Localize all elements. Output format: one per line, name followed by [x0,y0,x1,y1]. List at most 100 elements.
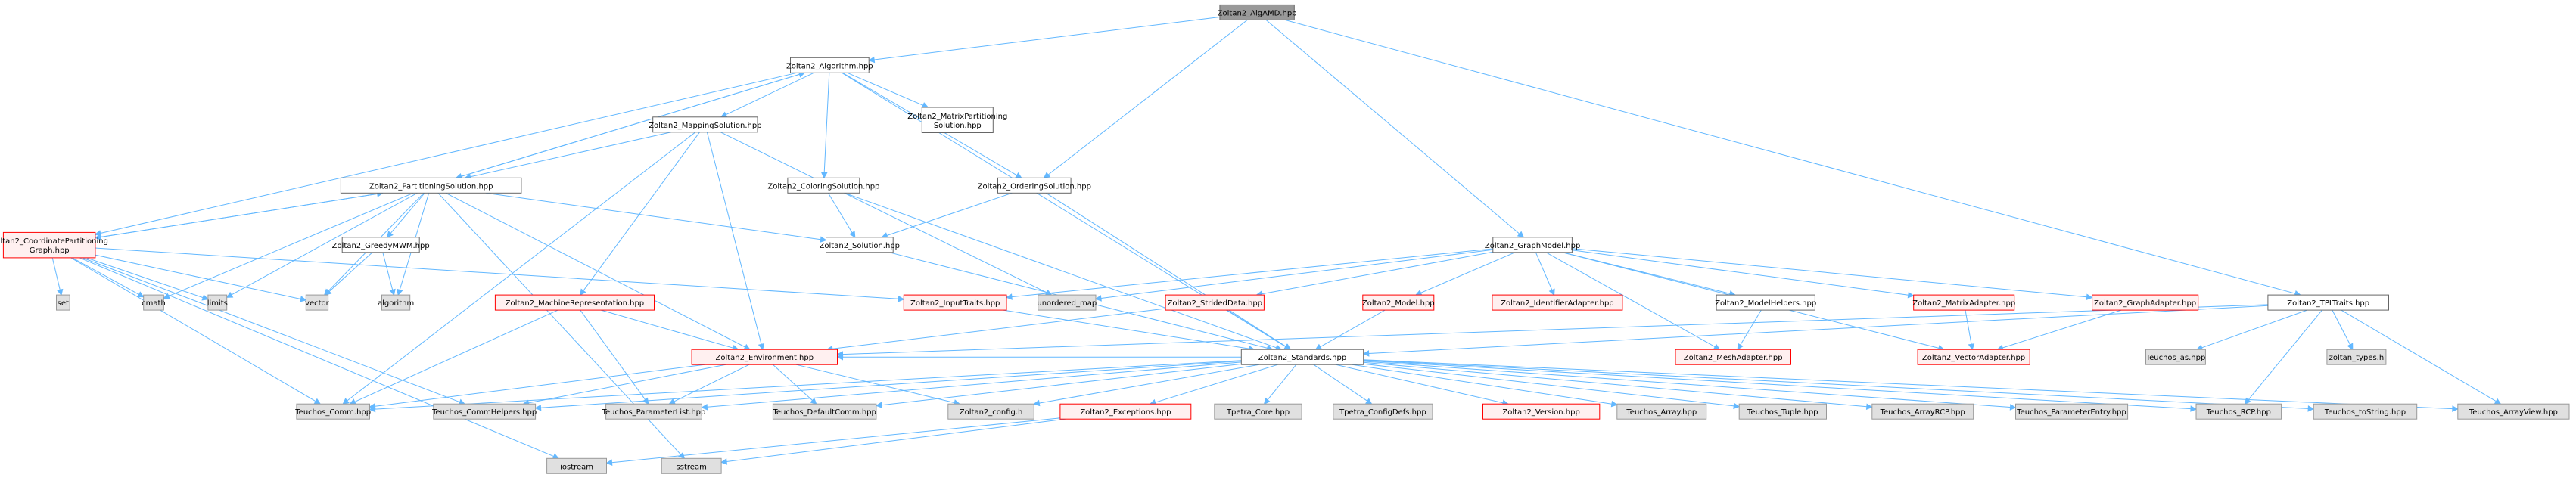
node-zoltan2-inputtraits-hpp[interactable]: Zoltan2_InputTraits.hpp [903,294,1007,311]
node-zoltan2-tpltraits-hpp[interactable]: Zoltan2_TPLTraits.hpp [2267,294,2389,311]
node-vector[interactable]: vector [305,294,330,311]
node-iostream[interactable]: iostream [546,457,607,474]
edge-line [82,257,460,403]
edge-standards-to-config [1033,364,1259,407]
node-zoltan2-environment-hpp[interactable]: Zoltan2_Environment.hpp [691,349,838,365]
node-zoltan2-meshadapter-hpp[interactable]: Zoltan2_MeshAdapter.hpp [1675,349,1791,365]
edge-line [1572,248,2087,298]
edge-line [1535,252,1553,290]
node-zoltan2-model-hpp[interactable]: Zoltan2_Model.hpp [1362,294,1435,311]
node-teuchos-arrayrcp-hpp[interactable]: Teuchos_ArrayRCP.hpp [1871,403,1974,420]
node-teuchos-tuple-hpp[interactable]: Teuchos_Tuple.hpp [1738,403,1827,420]
node-box [1738,403,1827,420]
node-teuchos-parameterlist-hpp[interactable]: Teuchos_ParameterList.hpp [602,403,706,420]
edge-mapsol-to-partsol [464,132,672,180]
node-zoltan2-coloringsolution-hpp[interactable]: Zoltan2_ColoringSolution.hpp [767,177,879,194]
edge-line [1363,359,2453,410]
node-teuchos-arrayview-hpp[interactable]: Teuchos_ArrayView.hpp [2457,403,2570,420]
edge-coordpart-to-set [51,257,64,296]
node-zoltan2-algamd-hpp[interactable]: Zoltan2_AlgAMD.hpp [1218,4,1297,20]
node-teuchos-commhelpers-hpp[interactable]: Teuchos_CommHelpers.hpp [431,403,537,420]
node-tpetra-core-hpp[interactable]: Tpetra_Core.hpp [1214,403,1302,420]
node-limits[interactable]: limits [207,294,228,311]
edge-tpl-to-teuchos_as [2195,309,2307,351]
edge-root-to-alg [868,17,1220,64]
node-label: Zoltan2_Exceptions.hpp [1080,408,1171,417]
node-box [1038,294,1097,311]
edge-standards-to-tparamlist [701,361,1242,411]
edge-arrowhead [386,231,394,238]
node-zoltan2-vectoradapter-hpp[interactable]: Zoltan2_VectorAdapter.hpp [1917,349,2030,365]
node-zoltan2-standards-hpp[interactable]: Zoltan2_Standards.hpp [1240,349,1364,365]
node-zoltan2-machinerepresentation-hpp[interactable]: Zoltan2_MachineRepresentation.hpp [494,294,655,311]
node-box [1492,237,1573,253]
node-zoltan2-mappingsolution-hpp[interactable]: Zoltan2_MappingSolution.hpp [649,116,762,133]
edge-partsol-to-greedy [386,192,425,238]
edge-arrowhead [1314,343,1323,350]
node-box [2,231,96,259]
node-zoltan2-version-hpp[interactable]: Zoltan2_Version.hpp [1482,403,1601,420]
edge-line [1262,251,1493,295]
edge-arrowhead [820,172,828,179]
node-teuchos-rcp-hpp[interactable]: Teuchos_RCP.hpp [2195,403,2282,420]
edge-line [528,364,726,404]
node-teuchos-as-hpp[interactable]: Teuchos_as.hpp [2145,349,2206,365]
node-zoltan2-greedymwm-hpp[interactable]: Zoltan2_GreedyMWM.hpp [332,237,430,253]
edge-env-to-tdefcomm [773,364,817,405]
edge-line [51,257,61,290]
node-unordered-map[interactable]: unordered_map [1037,294,1097,311]
node-algorithm[interactable]: algorithm [378,294,414,311]
node-zoltan2-orderingsolution-hpp[interactable]: Zoltan2_OrderingSolution.hpp [978,177,1091,194]
edge-line [485,192,821,240]
edge-coordpart-to-inputtraits [95,247,905,302]
node-teuchos-tostring-hpp[interactable]: Teuchos_toString.hpp [2313,403,2418,420]
edge-coordpart-to-partsol [95,191,384,239]
node-box [2015,403,2129,420]
edge-arrowhead [668,398,677,405]
node-zoltan2-partitioningsolution-hpp[interactable]: Zoltan2_PartitioningSolution.hpp [340,177,522,194]
node-label: Teuchos_RCP.hpp [2206,408,2271,417]
node-zoltan2-solution-hpp[interactable]: Zoltan2_Solution.hpp [820,237,900,253]
node-tpetra-configdefs-hpp[interactable]: Tpetra_ConfigDefs.hpp [1333,403,1433,420]
edge-ordsol-to-solution [881,192,1013,239]
node-zoltan2-identifieradapter-hpp[interactable]: Zoltan2_IdentifierAdapter.hpp [1492,294,1623,311]
edge-arrowhead [1043,172,1051,178]
node-cmath[interactable]: cmath [142,294,166,311]
node-zoltan2-graphadapter-hpp[interactable]: Zoltan2_GraphAdapter.hpp [2092,294,2199,311]
edge-arrowhead [1737,343,1744,351]
edge-line [2002,309,2122,349]
edge-line [1572,250,1909,296]
node-set[interactable]: set [56,294,70,311]
node-teuchos-defaultcomm-hpp[interactable]: Teuchos_DefaultComm.hpp [772,403,877,420]
node-zoltan2-matrixadapter-hpp[interactable]: Zoltan2_MatrixAdapter.hpp [1912,294,2015,311]
node-zoltan2-modelhelpers-hpp[interactable]: Zoltan2_ModelHelpers.hpp [1715,294,1816,311]
node-teuchos-parameterentry-hpp[interactable]: Teuchos_ParameterEntry.hpp [2015,403,2129,420]
edge-line [79,257,554,457]
edge-coordpart-to-limits [86,257,209,301]
node-label: Zoltan2_CoordinatePartitioning [0,237,108,246]
node-box [1165,294,1265,311]
node-zoltan2-exceptions-hpp[interactable]: Zoltan2_Exceptions.hpp [1059,403,1192,420]
edge-line [611,417,1060,464]
edge-arrowhead [534,404,542,411]
edge-partsol-to-limits [226,192,418,298]
node-zoltan2-strideddata-hpp[interactable]: Zoltan2_StridedData.hpp [1165,294,1265,311]
edge-arrowhead [1517,231,1525,238]
node-box [1482,403,1601,420]
node-label: Zoltan2_StridedData.hpp [1168,299,1263,308]
node-teuchos-array-hpp[interactable]: Teuchos_Array.hpp [1616,403,1707,420]
node-zoltan2-graphmodel-hpp[interactable]: Zoltan2_GraphModel.hpp [1485,237,1580,253]
node-zoltan2-config-h[interactable]: Zoltan2_config.h [947,403,1034,420]
edge-standards-to-trcp [1363,360,2198,412]
node-sstream[interactable]: sstream [661,457,722,474]
edge-standards-to-env [836,353,1242,361]
node-zoltan-types-h[interactable]: zoltan_types.h [2326,349,2387,365]
node-zoltan2-algorithm-hpp[interactable]: Zoltan2_Algorithm.hpp [786,57,873,73]
node-box [1716,294,1815,311]
node-label: Tpetra_Core.hpp [1226,408,1290,417]
node-teuchos-comm-hpp[interactable]: Teuchos_Comm.hpp [294,403,371,420]
node-box [1675,349,1791,365]
edge-line [1284,19,2296,294]
